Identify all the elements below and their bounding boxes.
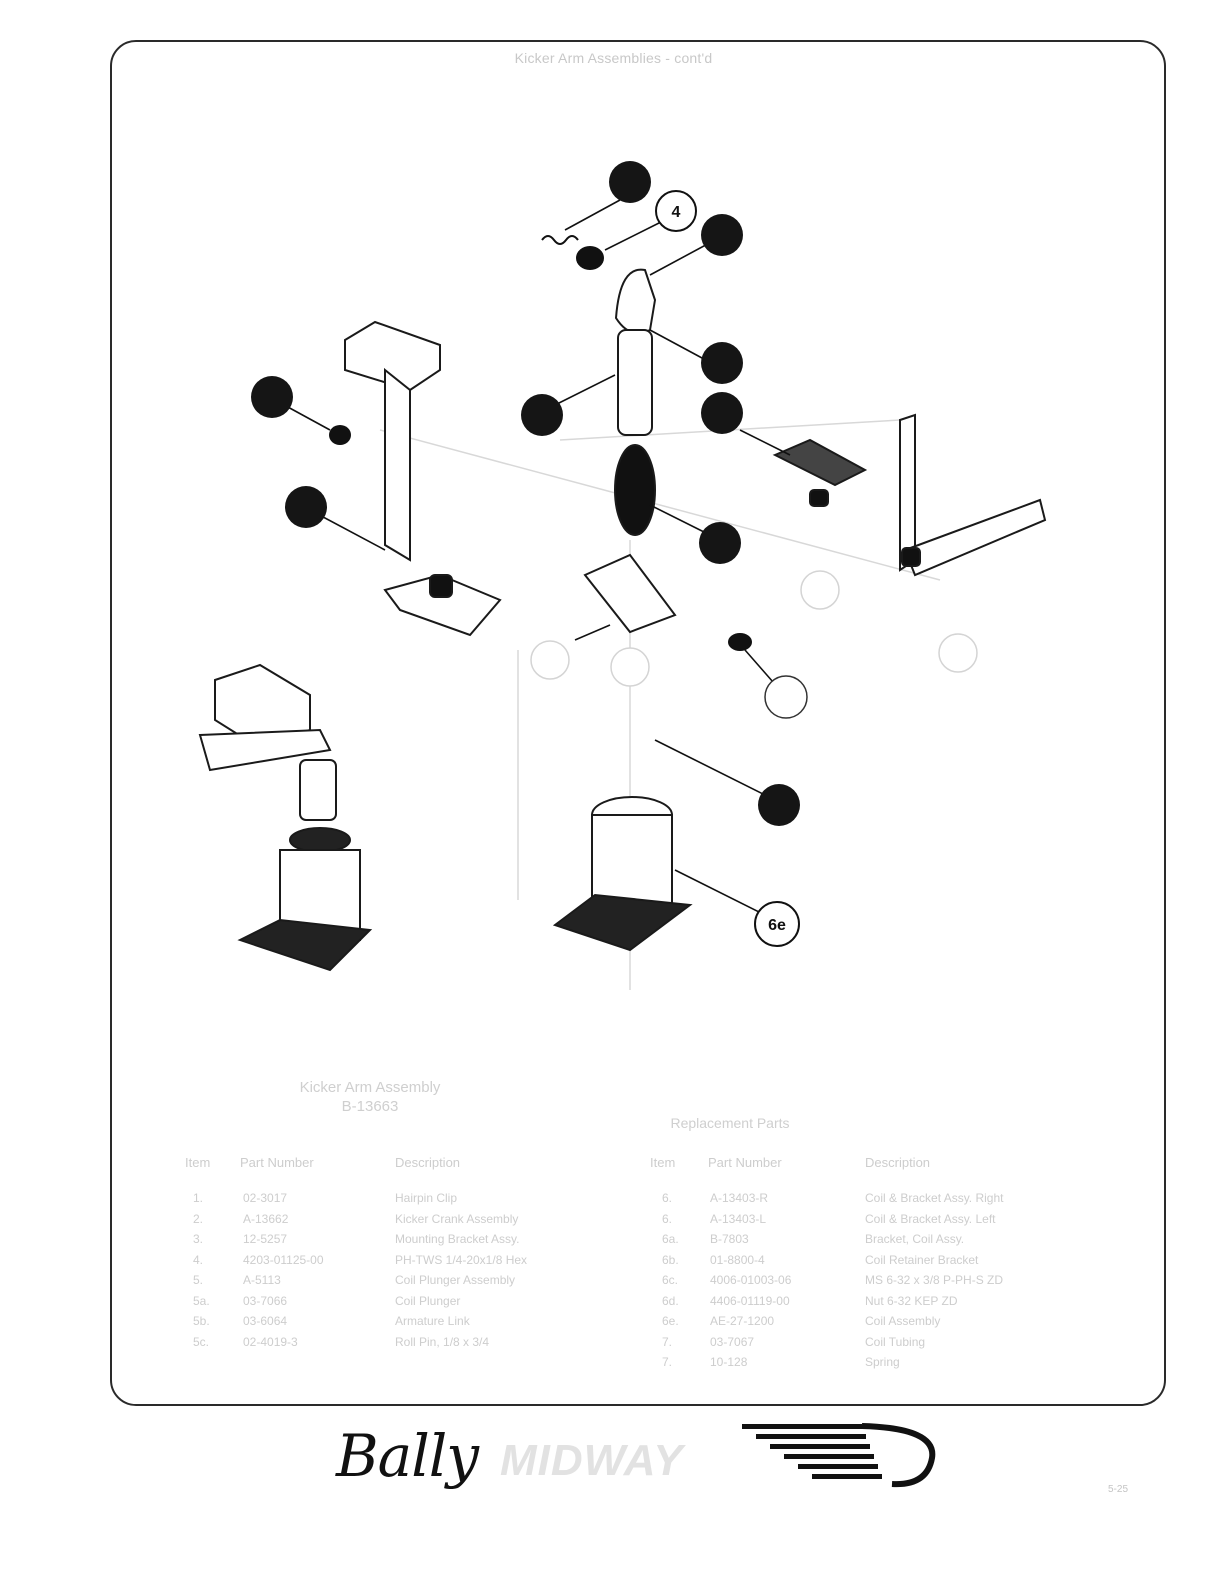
part-part: 4006-01003-06	[710, 1273, 792, 1287]
part-item: 2.	[193, 1211, 204, 1226]
part-part: A-13662	[243, 1211, 289, 1226]
screw-head	[329, 425, 351, 445]
part-part: B-7803	[710, 1232, 749, 1246]
page-number: 5-25	[1108, 1484, 1129, 1495]
coil-plunger	[614, 268, 657, 536]
replacement-parts-title: Replacement Parts	[670, 1115, 790, 1131]
mounting-screw	[728, 633, 752, 651]
part-item: 5a.	[193, 1293, 210, 1308]
part-desc: Coil Plunger Assembly	[395, 1273, 516, 1287]
kicker-crank	[899, 413, 1047, 577]
midway-wordmark: MIDWAY	[500, 1436, 684, 1485]
page-title: Kicker Arm Assemblies - cont'd	[514, 50, 713, 66]
assembly-parts-list: Item Part Number Description 1. 02-3017 Ha…	[185, 1155, 605, 1355]
part-item: 6c.	[662, 1273, 679, 1287]
part-desc: Kicker Crank Assembly	[395, 1211, 519, 1226]
part-part: A-13403-R	[710, 1191, 769, 1205]
part-item: 5b.	[193, 1314, 210, 1328]
part-item: 5.	[193, 1273, 204, 1287]
part-part: A-13403-L	[710, 1211, 767, 1226]
col-part-header: Part Number	[240, 1155, 314, 1170]
col-desc-header: Description	[865, 1155, 931, 1170]
part-part: 01-8800-4	[710, 1252, 765, 1267]
assembly-name: Kicker Arm Assembly	[299, 1079, 441, 1096]
part-item: 7.	[662, 1334, 673, 1349]
part-item: 6.	[662, 1211, 673, 1226]
col-desc-header: Description	[395, 1155, 461, 1170]
coil-assembly	[552, 796, 693, 952]
part-desc: Coil Retainer Bracket	[865, 1252, 979, 1267]
part-part: 4406-01119-00	[710, 1293, 790, 1308]
part-item: 6a.	[662, 1232, 679, 1246]
svg-text:6e: 6e	[768, 917, 786, 934]
coil-retainer-bracket	[583, 438, 868, 634]
part-item: 6e.	[662, 1314, 679, 1328]
part-part: 03-7067	[710, 1334, 755, 1349]
part-desc: Spring	[865, 1355, 900, 1369]
part-item: 1.	[193, 1191, 204, 1205]
part-desc: Mounting Bracket Assy.	[395, 1232, 520, 1246]
part-desc: Coil Assembly	[865, 1314, 941, 1328]
page-frame	[110, 40, 1166, 1406]
part-item: 4.	[193, 1252, 204, 1267]
callout-dots	[251, 161, 800, 826]
part-desc: Coil & Bracket Assy. Left	[865, 1211, 996, 1226]
part-part: 02-4019-3	[243, 1334, 298, 1349]
callout-6e: 6e	[754, 901, 800, 947]
col-item-header: Item	[185, 1155, 211, 1170]
col-part-header: Part Number	[708, 1155, 782, 1170]
part-part: A-5113	[243, 1273, 281, 1287]
hex-nut	[576, 246, 604, 270]
svg-text:4: 4	[672, 204, 681, 221]
part-item: 7.	[662, 1355, 673, 1369]
assembly-title: Kicker Arm Assembly B-13663	[240, 1078, 500, 1116]
col-item-header: Item	[650, 1155, 676, 1170]
part-desc: Armature Link	[395, 1314, 470, 1328]
part-part: 12-5257	[243, 1232, 288, 1246]
assembly-number: B-13663	[341, 1098, 399, 1115]
part-desc: Coil & Bracket Assy. Right	[865, 1191, 1004, 1205]
part-desc: MS 6-32 x 3/8 P-PH-S ZD	[865, 1273, 1004, 1287]
part-desc: Coil Plunger	[395, 1293, 461, 1308]
part-part: 03-6064	[243, 1314, 288, 1328]
replacement-parts-list: Item Part Number Description 6. A-13403-R…	[650, 1155, 1090, 1385]
part-item: 3.	[193, 1232, 204, 1246]
part-part: 4203-01125-00	[243, 1252, 324, 1267]
wing-emblem-icon	[742, 1423, 936, 1488]
part-item: 6.	[662, 1191, 673, 1205]
bally-wordmark: Bally	[336, 1422, 479, 1490]
part-item: 6d.	[662, 1293, 679, 1308]
part-part: 10-128	[710, 1355, 748, 1369]
callout-4: 4	[655, 190, 697, 232]
assembled-view	[198, 663, 373, 972]
part-desc: PH-TWS 1/4-20x1/8 Hex	[395, 1252, 528, 1267]
hairpin-clip	[541, 235, 579, 245]
part-part: 02-3017	[243, 1191, 288, 1205]
bally-midway-logo: Bally MIDWAY	[330, 1418, 950, 1508]
part-part: 03-7066	[243, 1293, 288, 1308]
part-item: 6b.	[662, 1252, 679, 1267]
part-desc: Nut 6-32 KEP ZD	[865, 1293, 958, 1308]
part-desc: Hairpin Clip	[395, 1191, 458, 1205]
mounting-bracket	[344, 320, 502, 637]
part-desc: Bracket, Coil Assy.	[865, 1232, 965, 1246]
part-desc: Roll Pin, 1/8 x 3/4	[395, 1334, 490, 1349]
part-part: AE-27-1200	[710, 1314, 775, 1328]
part-desc: Coil Tubing	[865, 1334, 926, 1349]
part-item: 5c.	[193, 1334, 210, 1349]
